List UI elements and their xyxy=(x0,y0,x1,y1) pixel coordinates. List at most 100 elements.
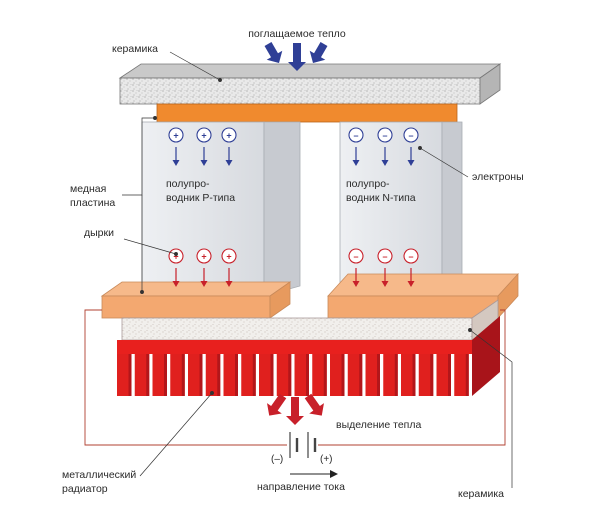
radiator-fin-shade xyxy=(146,354,150,396)
hole-carrier: + xyxy=(221,127,237,143)
radiator-fin xyxy=(401,354,416,396)
carrier-drift-arrow xyxy=(381,147,389,166)
carrier-drift-arrow xyxy=(172,147,180,166)
electron-carrier: – xyxy=(377,127,393,143)
radiator-fin xyxy=(241,354,256,396)
heat-release-label: выделение тепла xyxy=(336,419,421,431)
radiator-fin xyxy=(205,354,221,396)
carrier-drift-arrow xyxy=(200,268,208,287)
heat-arrow xyxy=(264,42,283,64)
radiator-fin-shade xyxy=(341,354,345,396)
carrier-drift-arrow xyxy=(352,147,360,166)
radiator-fin xyxy=(436,354,451,396)
radiator-fin-shade xyxy=(199,354,203,396)
p-type-label-line1: полупро- xyxy=(166,178,210,190)
absorbed-heat-arrows xyxy=(264,42,328,71)
hole-carrier: + xyxy=(196,127,212,143)
radiator-fin-shade xyxy=(164,354,167,396)
leader-lines xyxy=(122,51,513,488)
radiator-fin-shade xyxy=(270,354,274,396)
carrier-sign: + xyxy=(226,252,231,262)
bottom-copper-plate-left xyxy=(100,281,292,319)
ceramic-bottom-label: керамика xyxy=(458,488,504,500)
radiator-fin-shade xyxy=(448,354,451,396)
carrier-drift-arrow xyxy=(225,268,233,287)
copper-plate-label-line2: пластина xyxy=(70,197,115,209)
carrier-sign: – xyxy=(408,131,413,141)
carrier-drift-arrow xyxy=(407,268,415,287)
carrier-sign: – xyxy=(408,252,413,262)
electron-carrier: – xyxy=(348,127,364,143)
radiator-fin-shade xyxy=(323,354,327,396)
top-copper-plate xyxy=(156,103,458,123)
carrier-sign: – xyxy=(353,252,358,262)
n-type-semiconductor xyxy=(339,121,463,297)
carrier-sign: + xyxy=(173,131,178,141)
p-type-label-line2: водник P-типа xyxy=(166,192,235,204)
n-type-label-line1: полупро- xyxy=(346,178,390,190)
radiator-fin-shade xyxy=(394,354,398,396)
n-type-label-line2: водник N-типа xyxy=(346,192,416,204)
radiator-fin-shade xyxy=(181,354,185,396)
radiator-fin xyxy=(276,354,292,396)
radiator-fin xyxy=(383,354,398,396)
radiator-fin xyxy=(454,354,469,396)
electron-carrier: – xyxy=(403,127,419,143)
radiator-fin-shade xyxy=(217,354,221,396)
copper-plate-label-line1: медная xyxy=(70,183,106,195)
radiator-fin xyxy=(347,354,363,396)
bottom-ceramic-plate xyxy=(121,299,499,341)
carrier-sign: + xyxy=(201,131,206,141)
radiator-fin xyxy=(152,354,167,396)
absorbed-heat-label: поглащаемое тепло xyxy=(248,28,346,40)
radiator-fin xyxy=(259,354,274,396)
radiator-fins xyxy=(117,354,469,396)
electron-carrier: – xyxy=(348,248,364,264)
radiator-fin-shade xyxy=(465,354,469,396)
metal-radiator-label-line2: радиатор xyxy=(62,483,108,495)
hole-carrier: + xyxy=(168,248,184,264)
released-heat-arrows xyxy=(267,393,324,425)
heat-arrow xyxy=(309,42,328,64)
carrier-sign: + xyxy=(226,131,231,141)
hole-carrier: + xyxy=(196,248,212,264)
electrons-label: электроны xyxy=(472,171,524,183)
carrier-drift-arrow xyxy=(200,147,208,166)
bottom-copper-plate-right xyxy=(327,272,519,320)
radiator-fin xyxy=(365,354,380,396)
radiator-fin xyxy=(330,354,345,396)
metal-radiator xyxy=(117,316,500,396)
holes-label: дырки xyxy=(84,227,114,239)
carrier-drift-arrow xyxy=(407,147,415,166)
radiator-fin-shade xyxy=(377,354,380,396)
carrier-sign: – xyxy=(353,131,358,141)
p-type-semiconductor xyxy=(141,121,301,297)
carrier-drift-arrow xyxy=(381,268,389,287)
current-direction-arrow xyxy=(290,470,338,478)
carrier-sign: + xyxy=(201,252,206,262)
carrier-sign: – xyxy=(382,252,387,262)
hole-carrier: + xyxy=(168,127,184,143)
radiator-fin-shade xyxy=(235,354,238,396)
battery-icon xyxy=(289,432,317,458)
top-ceramic-plate xyxy=(118,63,502,105)
heat-arrow xyxy=(267,393,287,416)
radiator-fin-shade xyxy=(412,354,416,396)
circuit-wire xyxy=(84,309,506,446)
current-direction-label: направление тока xyxy=(257,481,345,493)
carrier-sign: – xyxy=(382,131,387,141)
radiator-fin xyxy=(188,354,203,396)
heat-arrow xyxy=(286,397,304,425)
radiator-fin-shade xyxy=(430,354,434,396)
carrier-drift-arrow xyxy=(352,268,360,287)
radiator-fin xyxy=(117,354,132,396)
radiator-fin-shade xyxy=(306,354,309,396)
radiator-fin xyxy=(312,354,327,396)
radiator-fin xyxy=(223,354,238,396)
radiator-fin xyxy=(418,354,434,396)
hole-carrier: + xyxy=(221,248,237,264)
radiator-fin-shade xyxy=(288,354,292,396)
radiator-fin xyxy=(170,354,185,396)
heat-arrow xyxy=(304,393,324,416)
